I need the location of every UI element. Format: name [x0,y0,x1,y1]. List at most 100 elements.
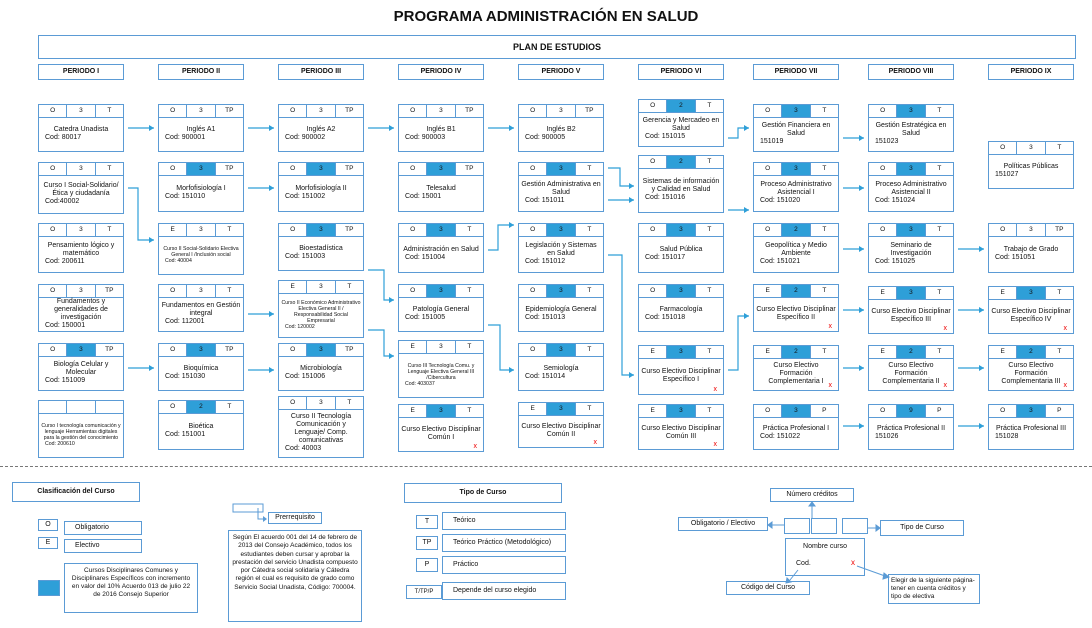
course-type-cell: TP [225,346,234,353]
course-type-cell: T [937,289,942,296]
course-credits-cell: 3 [427,224,456,236]
course-class-cell: O [399,163,428,175]
course-title: Fundamentos y generalidades de investiga… [54,298,108,321]
course-credits-cell: 3 [427,405,456,417]
course-class-cell: O [519,224,548,236]
course-title: Geopolítica y Medio Ambiente [765,242,827,257]
course-code: Cod: 900005 [525,134,566,141]
course-title: Bioética [188,423,214,430]
tp-key: TP [416,536,438,550]
arrow-head [979,365,984,371]
course-code: 151019 [760,138,784,145]
o-key: O [38,519,58,531]
course-type-cell: T [227,226,232,233]
course-type-cell: TP [585,107,594,114]
course-credits-cell: 3 [547,403,576,415]
course-type-cell: T [707,287,712,294]
course-title: Morfofisiología II [295,185,347,192]
course-type-cell: T [937,226,942,233]
course-type-cell [96,401,123,413]
course-title: Proceso Administrativo Asistencial I [760,181,832,196]
course-title: Gestión Estratégica en Salud [875,122,947,137]
arrow-head [509,222,514,228]
prereq-arrow [488,224,514,251]
course-class-cell: E [639,346,668,358]
course-credits-cell: 3 [187,285,216,297]
course-code: Cod: 151015 [645,133,686,140]
course-code: Cod: 403037 [405,381,435,387]
course-title: Curso III Tecnología Comu. y Lenguaje El… [407,363,475,381]
prereq-arrow-icon [232,503,267,522]
course-code: Cod: 151051 [995,254,1036,261]
course-type-cell: T [587,165,592,172]
course-type-cell: TP [105,346,114,353]
course-class-cell: O [989,142,1018,154]
arrow-head [629,183,634,189]
course-title: Pensamiento lógico y matemático [47,242,115,257]
arrow-head [509,125,514,131]
course-card: Curso I tecnología comunicación y lengua… [38,400,124,458]
course-type-cell: T [467,343,472,350]
course-type-cell: T [707,158,712,165]
course-class-cell: O [399,105,428,117]
course-code: 151028 [995,433,1019,440]
course-title: Farmacología [659,306,703,313]
course-credits-cell: 3 [67,285,96,297]
course-type-cell: T [1057,289,1062,296]
course-credits-cell: 2 [667,100,696,112]
arrow-head [744,313,749,319]
course-type-cell: T [937,107,942,114]
course-class-cell: E [989,346,1018,358]
course-credits-cell: 3 [1017,287,1046,299]
course-class-cell: O [639,156,668,168]
course-title: Políticas Públicas [1003,163,1059,170]
course-class-cell: E [869,287,898,299]
course-code: Cod: 200610 [45,441,75,447]
arrow-head [269,311,274,317]
course-class-cell: E [519,403,548,415]
course-title: Curso Electivo Formación Complementaria … [1001,362,1061,385]
course-title: Bioestadística [299,245,343,252]
tp-label: Teórico Práctico (Metodológico) [442,534,566,552]
prereq-arrow [608,167,634,187]
course-credits-cell: 3 [307,397,336,409]
course-title: Curso I tecnología comunicación y lengua… [41,423,121,441]
course-class-cell: O [39,163,68,175]
course-title: Curso Electivo Disciplinar Común II [521,423,601,438]
course-type-cell: T [107,107,112,114]
course-class-cell: O [639,224,668,236]
course-class-cell: O [639,100,668,112]
period-header: PERIODO II [158,64,244,80]
course-class-cell: O [279,344,308,356]
course-credits-cell: 3 [667,405,696,417]
course-credits-cell: 3 [547,105,576,117]
arrow-head [859,307,864,313]
arrow-head [859,246,864,252]
course-class-cell: O [279,224,308,236]
course-title: Semiología [543,365,579,372]
arrow-head [269,367,274,373]
course-type-cell: TP [345,346,354,353]
tipo-title: Tipo de Curso [404,483,562,503]
ttpp-label: Depende del curso elegido [442,582,566,600]
p-key: P [416,558,438,572]
